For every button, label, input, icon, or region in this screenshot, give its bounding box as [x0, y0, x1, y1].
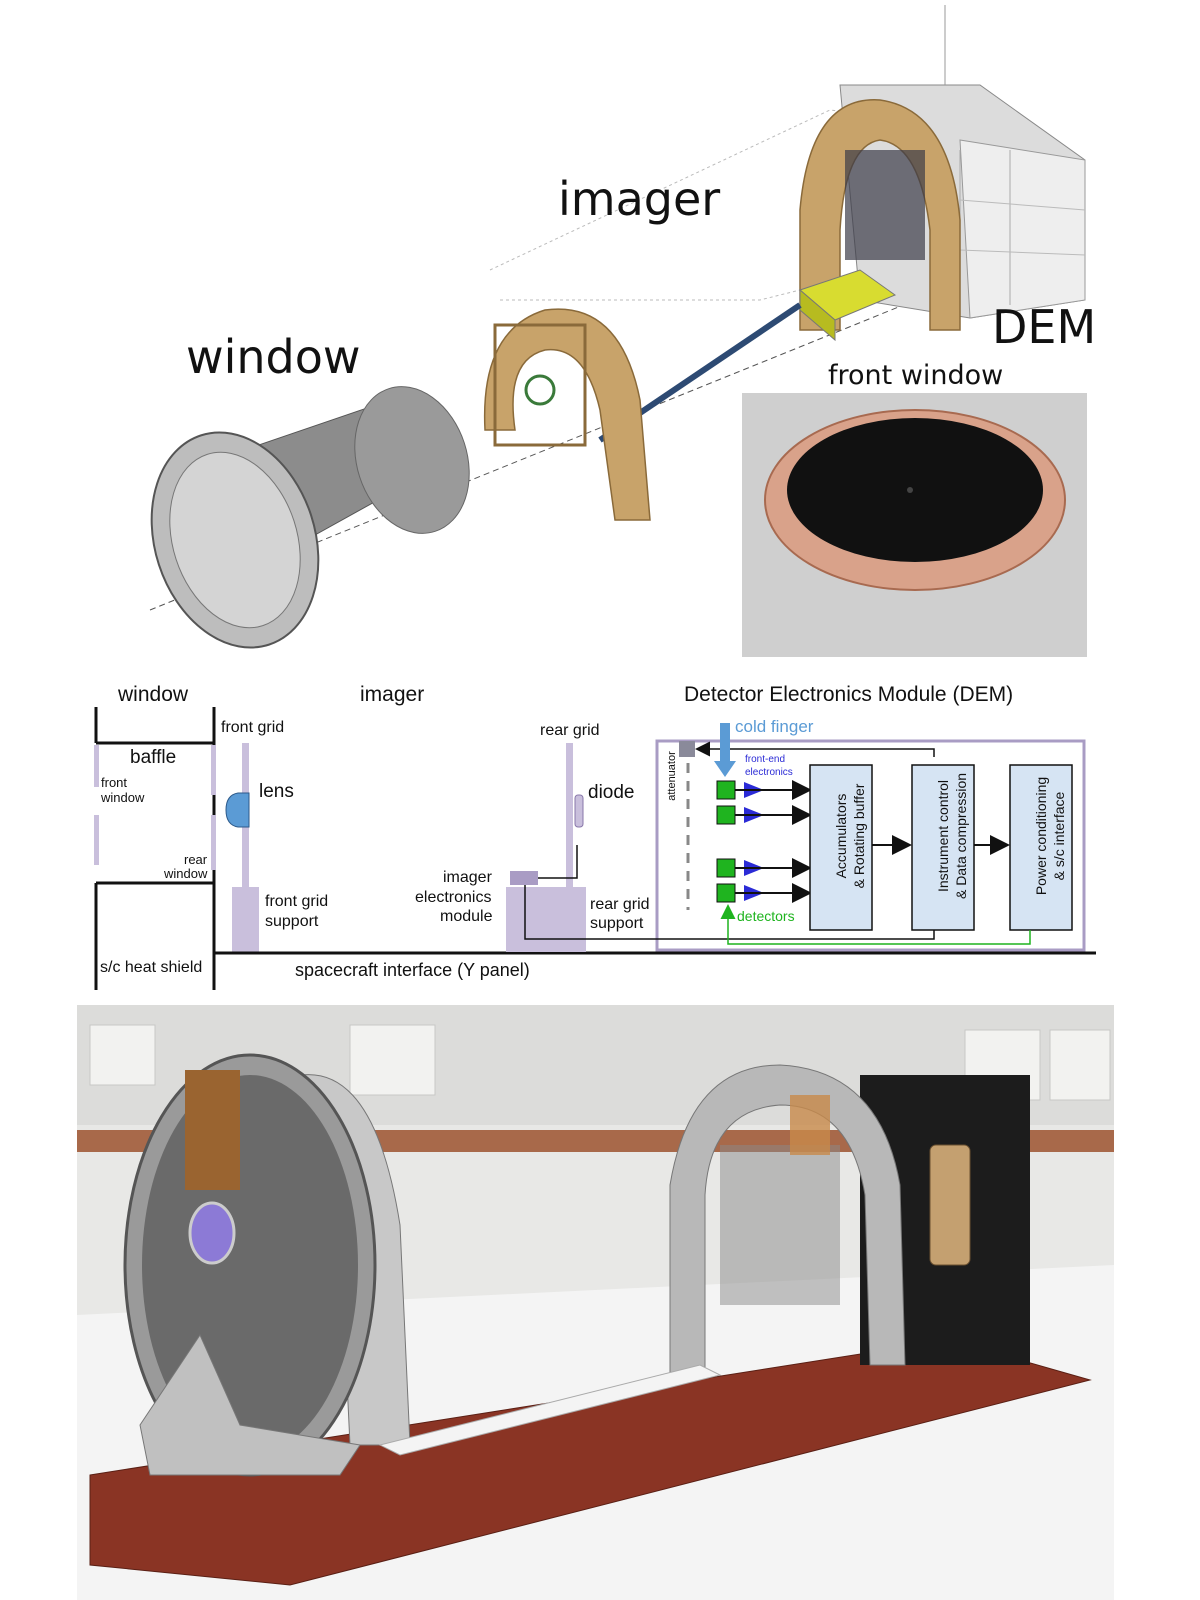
cold-finger-arrow	[714, 761, 736, 777]
schematic-drawing	[94, 707, 1096, 990]
imager-feedback-line	[524, 885, 935, 940]
label-diode: diode	[588, 782, 635, 803]
label-accumulators-line2: & Rotating buffer	[851, 783, 867, 889]
imager-electronics-model	[799, 269, 897, 342]
label-power-line2: & s/c interface	[1051, 791, 1067, 881]
label-front-window-line2: window	[101, 790, 145, 805]
detector-chain	[716, 780, 812, 903]
header-imager: imager	[360, 683, 425, 706]
label-rear-grid-support-line1: rear grid	[590, 896, 650, 913]
diode-shape	[574, 794, 584, 828]
label-rear-window-line2: window	[164, 866, 208, 881]
hardware-photo	[0, 1005, 1200, 1600]
label-spacecraft-interface: spacecraft interface (Y panel)	[295, 960, 530, 980]
label-front-window: front window	[828, 360, 1004, 391]
label-dem: DEM	[992, 300, 1097, 354]
label-imager-electronics-line2: electronics	[415, 889, 492, 906]
power-box	[1009, 764, 1073, 931]
label-instrument-control-line2: & Data compression	[953, 772, 969, 900]
front-window-pane-left	[94, 745, 99, 787]
label-rear-window-line1: rear	[184, 852, 208, 867]
label-baffle: baffle	[130, 747, 177, 768]
label-lens: lens	[259, 781, 294, 802]
label-sc-heat-shield: s/c heat shield	[100, 959, 203, 976]
instrument-rendering: window imager DEM front window	[0, 0, 1200, 665]
envelope-guides	[489, 109, 1011, 301]
instrument-control-box	[911, 764, 975, 931]
label-attenuator: attenuator	[666, 751, 678, 801]
label-imager-electronics-line1: imager	[443, 869, 492, 886]
dem-enclosure	[655, 739, 1086, 952]
front-grid-photo	[123, 1053, 411, 1477]
lens-shape	[225, 792, 250, 828]
label-front-grid-support-line2: support	[265, 913, 319, 930]
label-front-grid: front grid	[221, 719, 285, 736]
label-cold-finger: cold finger	[735, 717, 814, 736]
rendering-drawing	[149, 5, 1087, 657]
bench-plate	[89, 1339, 1092, 1586]
front-window-pane-left-lower	[94, 815, 99, 865]
front-window-photo	[742, 393, 1087, 657]
window-tube-model	[150, 386, 470, 649]
header-dem: Detector Electronics Module (DEM)	[684, 683, 1014, 706]
label-front-window-line1: front	[101, 775, 128, 790]
label-window: window	[186, 330, 361, 384]
label-front-end-line2: electronics	[745, 767, 793, 778]
label-front-end-line1: front-end	[745, 754, 786, 765]
imager-electronics-box	[510, 871, 538, 885]
rear-grid-frame-model	[799, 99, 961, 331]
label-imager-electronics-line3: module	[440, 908, 493, 925]
instrument-schematic: window imager Detector Electronics Modul…	[0, 665, 1200, 1005]
label-instrument-control-line1: Instrument control	[935, 779, 951, 893]
header-window: window	[118, 683, 189, 706]
label-power-line1: Power conditioning	[1033, 776, 1049, 896]
detector-power-line	[720, 904, 1031, 945]
label-imager: imager	[558, 172, 721, 226]
rear-window-pane-lower	[211, 815, 216, 870]
attenuator-block	[679, 741, 695, 757]
rear-grid-bar	[566, 743, 573, 893]
rear-window-pane	[211, 745, 216, 795]
label-rear-grid: rear grid	[540, 722, 600, 739]
label-detectors: detectors	[737, 908, 795, 924]
front-grid-frame-model	[483, 308, 651, 521]
label-front-grid-support-line1: front grid	[265, 893, 329, 910]
hardware-photo-drawing	[77, 1005, 1114, 1600]
label-rear-grid-support-line2: support	[590, 915, 644, 932]
rear-grid-photo	[669, 1064, 906, 1376]
rear-grid-support-block	[506, 887, 586, 952]
accumulators-box	[809, 764, 873, 931]
label-accumulators-line1: Accumulators	[833, 793, 849, 879]
front-grid-support-block	[232, 887, 259, 952]
